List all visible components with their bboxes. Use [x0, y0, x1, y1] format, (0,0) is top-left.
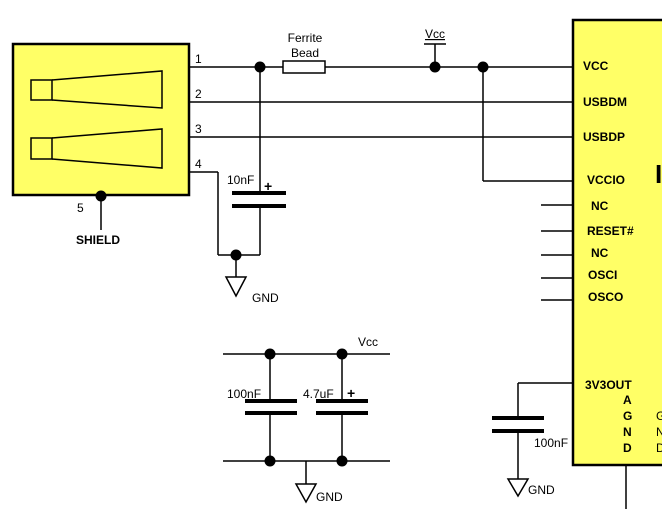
pin-number-2: 2: [195, 87, 202, 101]
ic-pin-nc-2: NC: [591, 246, 609, 260]
cap-4u7-polarity: +: [347, 385, 355, 401]
usb-connector-body: [11, 42, 191, 197]
gnd-label-2: GND: [316, 490, 343, 504]
ic-pin-vccio: VCCIO: [587, 173, 625, 187]
ic-agnd-a: A: [623, 393, 632, 407]
cap-100nf-value: 100nF: [227, 387, 261, 401]
gnd-symbol-2: [294, 483, 318, 504]
gnd-symbol-1: [224, 276, 248, 298]
ic-pin-reset: RESET#: [587, 224, 634, 238]
gnd-label-1: GND: [252, 291, 279, 305]
cap-4u7-value: 4.7uF: [303, 387, 334, 401]
pin-number-1: 1: [195, 52, 202, 66]
decoupling-vcc-label: Vcc: [358, 335, 378, 349]
ic-pin-3v3out: 3V3OUT: [585, 378, 632, 392]
ic-cut-n: N: [656, 425, 662, 439]
ic-agnd-g: G: [623, 409, 632, 423]
ic-pin-usbdm: USBDM: [583, 95, 627, 109]
ic-body: [571, 18, 662, 467]
ferrite-label-line2: Bead: [291, 46, 319, 60]
ic-cut-edge-letter: I: [655, 159, 662, 189]
cap-10nf-value: 10nF: [227, 173, 254, 187]
gnd-label-3: GND: [528, 483, 555, 497]
ic-pin-osco: OSCO: [588, 290, 623, 304]
ic-pin-usbdp: USBDP: [583, 130, 625, 144]
cap-10nf-polarity: +: [264, 178, 272, 194]
ferrite-label-line1: Ferrite: [288, 31, 323, 45]
ic-agnd-n: N: [623, 425, 632, 439]
ic-cut-labels: G N D I: [655, 159, 662, 455]
shield-label: SHIELD: [76, 233, 120, 247]
ic-cut-d: D: [656, 441, 662, 455]
ic-pin-vcc: VCC: [583, 59, 609, 73]
cap-3v3-value: 100nF: [534, 436, 568, 450]
usb-contact-bottom: [30, 128, 163, 169]
ic-pin-labels: VCC USBDM USBDP VCCIO NC RESET# NC OSCI …: [583, 59, 634, 455]
usb-contact-top: [30, 70, 163, 109]
ic-agnd-d: D: [623, 441, 632, 455]
gnd-symbol-3: [506, 478, 530, 498]
ic-cut-g: G: [656, 409, 662, 423]
junction-dots: [95, 61, 489, 467]
pin-number-5: 5: [77, 201, 84, 215]
ic-pin-nc-1: NC: [591, 199, 609, 213]
vcc-label-top: Vcc: [425, 27, 445, 41]
ferrite-bead: [282, 60, 326, 74]
pin-number-4: 4: [195, 157, 202, 171]
pin-number-3: 3: [195, 122, 202, 136]
ic-pin-osci: OSCI: [588, 268, 617, 282]
